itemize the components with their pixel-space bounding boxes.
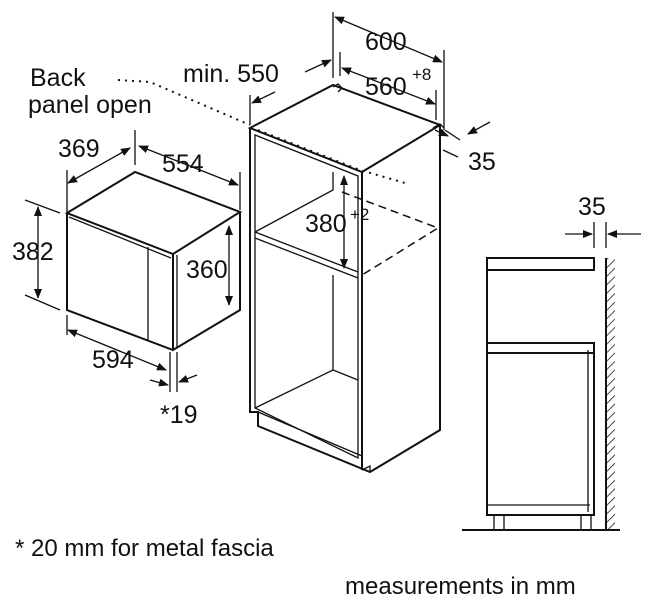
microwave-dimensions (24, 130, 241, 392)
dim-554-label: 554 (162, 150, 204, 178)
units-note: measurements in mm (345, 573, 576, 600)
dim-19-label: *19 (160, 401, 198, 429)
dim-600-label: 600 (365, 28, 407, 56)
back-panel-label-1: Back (30, 64, 86, 92)
dim-360-label: 360 (186, 256, 228, 284)
side-view-drawing (462, 222, 641, 531)
dim-560-label: 560 (365, 73, 407, 101)
dim-35-side-label: 35 (578, 193, 606, 221)
dim-369-label: 369 (58, 135, 100, 163)
cabinet-dimensions (249, 12, 491, 269)
dim-382-label: 382 (12, 238, 54, 266)
microwave-drawing (64, 170, 243, 352)
back-panel-label-2: panel open (28, 91, 152, 119)
dim-594-label: 594 (92, 346, 134, 374)
dim-35-top-label: 35 (468, 148, 496, 176)
dim-380-label: 380 (305, 210, 347, 238)
dim-560-tolerance: +8 (412, 65, 431, 84)
min-550-label: min. 550 (183, 60, 279, 88)
metal-fascia-note: * 20 mm for metal fascia (15, 535, 274, 562)
dim-380-tolerance: +2 (350, 205, 369, 224)
cabinet-drawing (117, 79, 445, 474)
